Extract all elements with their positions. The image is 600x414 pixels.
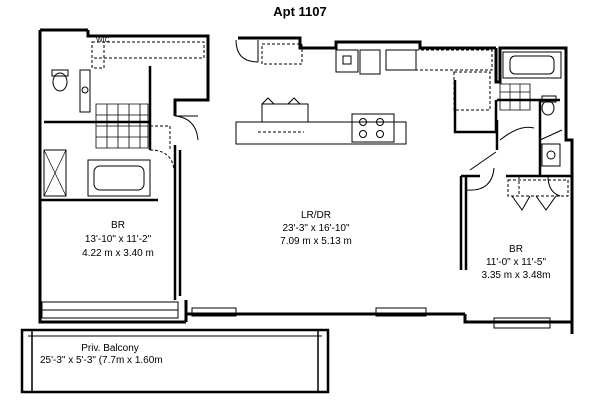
room-dim-br-right-metric: 3.35 m x 3.48m (481, 270, 551, 281)
room-label-br-right: BR (509, 244, 523, 255)
exterior-walls (38, 28, 574, 334)
room-dim-br-left-imperial: 13'-10" x 11'-2" (84, 234, 152, 245)
room-label-br-left: BR (111, 220, 125, 231)
kitchen (235, 43, 493, 145)
room-dim-lr-dr-imperial: 23'-3" x 16'-10" (282, 223, 350, 234)
interior-walls (40, 66, 572, 300)
plan-title: Apt 1107 (273, 4, 327, 19)
room-label-balcony: Priv. Balcony (81, 343, 139, 354)
walk-in-closet (91, 41, 205, 69)
room-dim-balcony: 25'-3" x 5'-3" (7.7m x 1.60m (40, 355, 163, 366)
room-dim-lr-dr-metric: 7.09 m x 5.13 m (280, 236, 352, 247)
room-label-lr-dr: LR/DR (300, 210, 331, 221)
room-dim-br-left-metric: 4.22 m x 3.40 m (82, 248, 154, 259)
door-swings (149, 39, 563, 197)
balcony (20, 328, 330, 394)
right-bedroom-closet (507, 179, 569, 211)
windows (41, 301, 551, 329)
room-dim-br-right-imperial: 11'-0" x 11'-5" (485, 257, 547, 268)
wic-label: WIC (96, 37, 110, 44)
right-bathroom (499, 51, 562, 167)
left-bathroom (43, 69, 171, 197)
